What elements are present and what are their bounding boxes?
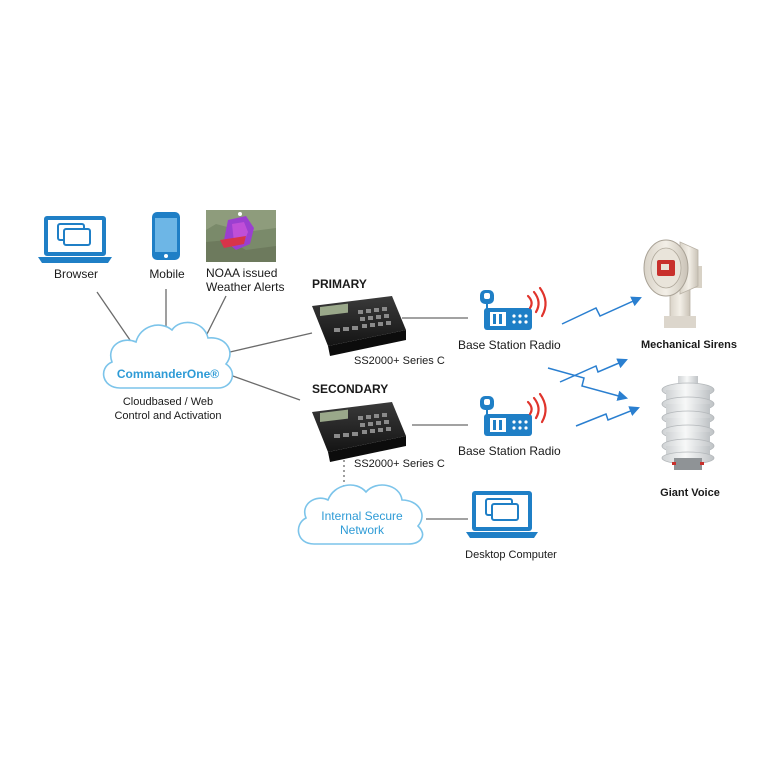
- cloud-icon-network: [297, 484, 424, 545]
- connector-cloud-primary: [229, 332, 313, 353]
- mobile-label: Mobile: [149, 267, 185, 281]
- radio-icon-secondary: [480, 392, 547, 436]
- radio-secondary-label: Base Station Radio: [458, 444, 561, 458]
- desktop-laptop-icon: [466, 491, 538, 538]
- browser-label: Browser: [53, 267, 98, 281]
- cloud-icon-commander: [102, 321, 234, 389]
- link-primary-sirens: [561, 296, 642, 325]
- link-secondary-voice: [575, 406, 640, 427]
- internal-network-label: Internal Secure Network: [321, 509, 403, 537]
- connector-browser-cloud: [96, 291, 131, 341]
- radio-icon-primary: [480, 286, 547, 330]
- primary-heading: PRIMARY: [312, 277, 367, 291]
- sirens-label: Mechanical Sirens: [641, 339, 737, 351]
- link-secondary-sirens: [559, 358, 628, 383]
- connector-cloud-secondary: [229, 374, 301, 401]
- commander-cloud-label: CommanderOne®: [116, 367, 220, 381]
- commander-caption: Cloudbased / Web Control and Activation: [114, 396, 222, 422]
- desktop-label: Desktop Computer: [465, 549, 557, 561]
- giant-voice-speaker-image: [661, 376, 715, 470]
- siren-image: [643, 239, 702, 328]
- giant-voice-label: Giant Voice: [660, 487, 720, 499]
- weather-map-image: [206, 210, 276, 262]
- controller-console-secondary: [312, 402, 406, 462]
- controller-secondary-label: SS2000+ Series C: [354, 458, 445, 470]
- noaa-label: NOAA issued Weather Alerts: [206, 266, 285, 294]
- smartphone-icon: [152, 212, 180, 260]
- wireless-links: [547, 296, 642, 427]
- laptop-icon: [38, 216, 112, 263]
- secondary-heading: SECONDARY: [312, 382, 389, 396]
- radio-primary-label: Base Station Radio: [458, 338, 561, 352]
- controller-console-primary: [312, 296, 406, 356]
- link-primary-voice: [547, 367, 629, 401]
- connectors: [96, 289, 468, 520]
- connector-noaa-cloud: [205, 295, 227, 337]
- controller-primary-label: SS2000+ Series C: [354, 355, 445, 367]
